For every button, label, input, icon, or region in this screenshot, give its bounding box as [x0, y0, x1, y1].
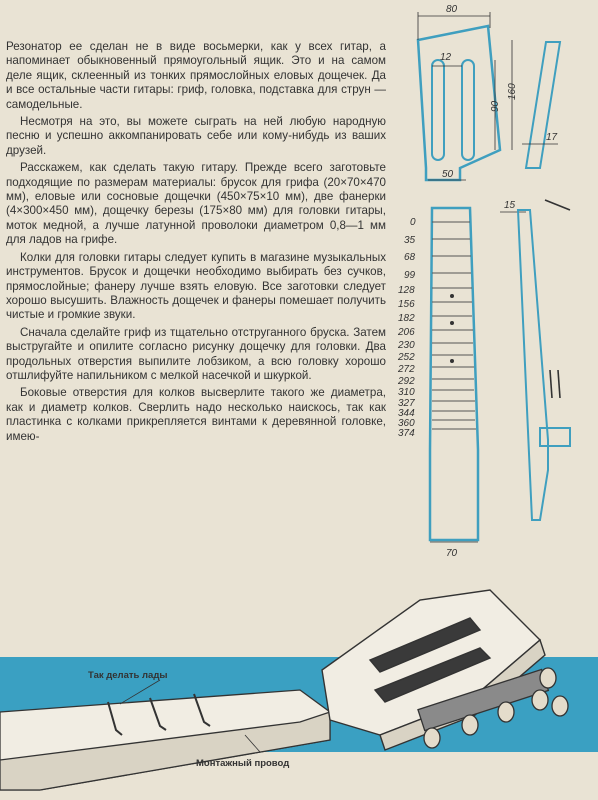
tuning-peg-icon [461, 714, 479, 736]
dimension-lines [417, 12, 558, 543]
fret-label: 374 [398, 428, 415, 439]
tuning-peg-icon [531, 689, 549, 711]
fret-wires [107, 693, 211, 736]
fret-label: 128 [398, 285, 415, 296]
dim-neck-thickness: 15 [504, 200, 516, 211]
dim-neck-width-bottom: 70 [446, 548, 458, 559]
dim-neck-width-top: 50 [442, 169, 454, 180]
fret-position-labels: 0 35 68 99 128 156 182 206 230 252 272 2… [397, 217, 416, 439]
paragraph: Резонатор ее сделан не в виде восьмерки,… [6, 40, 386, 111]
neck-drawing [428, 206, 571, 542]
article-text: Резонатор ее сделан не в виде восьмерки,… [6, 40, 386, 447]
dim-head-width: 80 [446, 4, 458, 15]
fret-label: 272 [397, 364, 415, 375]
dim-slot-width: 12 [440, 52, 452, 63]
head-outline [416, 24, 502, 182]
fret-lines [432, 221, 476, 430]
screw-icon [544, 199, 571, 211]
tuning-peg-icon [423, 727, 441, 749]
fretboard-sketch [0, 689, 331, 791]
fret-label: 99 [404, 270, 416, 281]
caption-leader [119, 679, 161, 705]
tuning-peg-icon [551, 695, 569, 717]
fret-label: 182 [398, 313, 415, 324]
dim-head-thickness: 17 [546, 132, 558, 143]
fret-label: 292 [397, 376, 415, 387]
fret-label: 156 [398, 299, 415, 310]
tuning-peg-icon [539, 667, 557, 689]
headstock-sketch [321, 589, 546, 751]
fret-label: 360 [398, 418, 415, 429]
fret-label: 327 [398, 398, 415, 409]
fret-markers [450, 294, 454, 363]
dimension-labels: 80 12 90 160 17 50 15 70 [440, 4, 558, 559]
neck-side-view [516, 209, 549, 521]
fret-label: 35 [404, 235, 416, 246]
screw-icons [544, 199, 571, 399]
dim-slot-length: 90 [490, 100, 501, 112]
fret-label: 0 [410, 217, 416, 228]
fret-label: 310 [398, 387, 415, 398]
caption-frets: Так делать лады [88, 670, 167, 681]
fret-label: 206 [397, 327, 415, 338]
head-side-view [524, 41, 562, 169]
paragraph: Расскажем, как сделать такую гитару. Пре… [6, 161, 386, 247]
paragraph: Боковые отверстия для колков высверлите … [6, 386, 386, 443]
tuning-pegs [417, 667, 569, 749]
bridge-block [539, 427, 571, 447]
blue-band [0, 657, 598, 752]
fret-label: 68 [404, 252, 416, 263]
paragraph: Сначала сделайте гриф из тщательно отстр… [6, 325, 386, 382]
fret-label: 344 [398, 408, 415, 419]
head-drawing [416, 24, 562, 182]
head-slot-right [461, 59, 475, 161]
fret-label: 230 [397, 340, 415, 351]
screw-icon [557, 369, 561, 399]
neck-outline [428, 206, 480, 542]
tuning-peg-icon [497, 701, 515, 723]
paragraph: Несмотря на это, вы можете сыграть на не… [6, 115, 386, 157]
caption-leader [244, 734, 261, 753]
screw-icon [549, 369, 553, 399]
fret-label: 252 [397, 352, 415, 363]
head-slot-left [431, 59, 445, 161]
dim-head-length: 160 [507, 83, 518, 100]
paragraph: Колки для головки гитары следует купить … [6, 250, 386, 322]
caption-wire: Монтажный провод [196, 758, 289, 769]
